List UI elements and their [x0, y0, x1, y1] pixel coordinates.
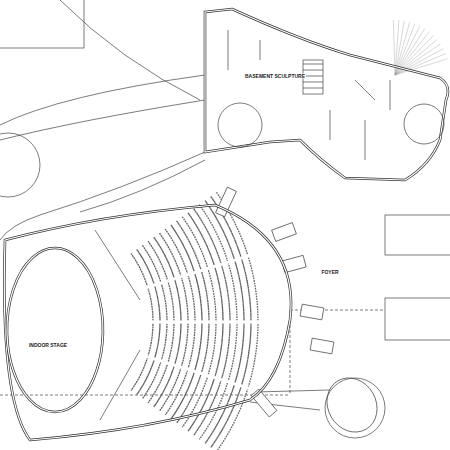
- outline: [0, 198, 300, 448]
- stairs: [216, 187, 334, 417]
- fan-line: [395, 40, 437, 75]
- wall: [7, 248, 103, 412]
- wall-inner: [4, 205, 291, 440]
- road: [60, 0, 200, 100]
- detail: [95, 230, 140, 420]
- cylinder-inner: [317, 369, 387, 441]
- building-block: [385, 215, 450, 255]
- road: [0, 100, 205, 140]
- plaza-circle: [0, 133, 40, 197]
- wall: [4, 205, 291, 440]
- detail-line: [228, 30, 390, 160]
- seat-row: [131, 253, 153, 390]
- road: [0, 152, 205, 240]
- room-label: BASEMENT SCULPTURE: [244, 74, 306, 79]
- detail-line: [218, 103, 262, 147]
- wall: [205, 9, 448, 180]
- aisle: [145, 356, 257, 391]
- wall-inner: [205, 9, 448, 180]
- stair: [272, 223, 297, 242]
- detail: [218, 30, 444, 160]
- detail-line: [303, 82, 323, 83]
- detail-line: [303, 88, 323, 89]
- building-corner: [0, 0, 84, 48]
- seating: [131, 192, 267, 450]
- area-label: FOYER: [320, 270, 339, 275]
- aisle: [145, 253, 257, 288]
- detail-line: [303, 70, 323, 71]
- dashed-line: [0, 310, 385, 395]
- cylinder: [325, 378, 385, 438]
- fan-line: [395, 49, 443, 75]
- outline: [198, 4, 450, 188]
- building-block: [385, 298, 450, 340]
- stair: [251, 389, 277, 417]
- stair: [310, 338, 334, 354]
- fan-lines: [393, 20, 447, 75]
- building-outline: BASEMENT SCULPTURE: [198, 4, 450, 188]
- road: [80, 160, 205, 212]
- aisle: [150, 321, 267, 324]
- detail-line: [404, 104, 444, 144]
- fan-line: [395, 44, 440, 75]
- stair: [300, 304, 324, 320]
- room-label: INDOOR STAGE: [28, 343, 68, 348]
- auditorium-outline: INDOOR STAGE: [0, 198, 300, 448]
- detail-line: [303, 64, 323, 65]
- detail-line: [95, 230, 140, 420]
- wall-inner: [7, 248, 103, 412]
